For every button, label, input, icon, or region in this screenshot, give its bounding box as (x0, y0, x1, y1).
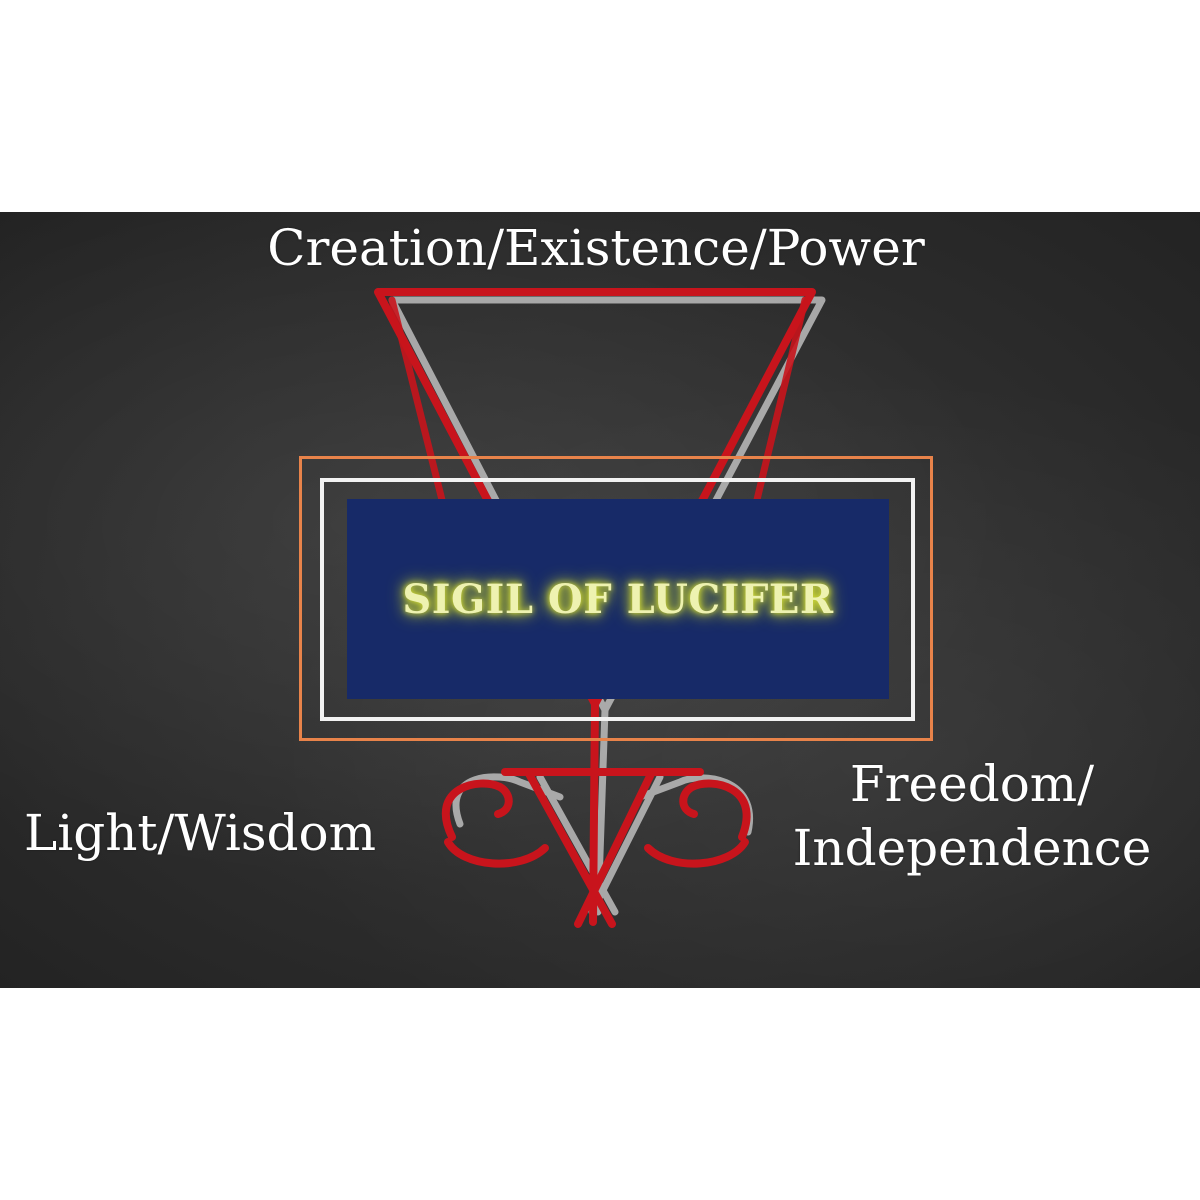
inner-frame (320, 478, 915, 721)
right-label-line1: Freedom/ (849, 755, 1095, 813)
outer-frame (299, 456, 933, 741)
left-label: Light/Wisdom (24, 804, 377, 862)
right-label-line2: Independence (792, 819, 1152, 877)
center-title: SIGIL OF LUCIFER (402, 575, 834, 623)
chalkboard-background: Creation/Existence/Power Light/Wisdom Fr… (0, 212, 1200, 988)
title-box: SIGIL OF LUCIFER (347, 499, 889, 699)
top-label: Creation/Existence/Power (267, 219, 925, 277)
right-label: Freedom/ Independence (772, 752, 1172, 880)
